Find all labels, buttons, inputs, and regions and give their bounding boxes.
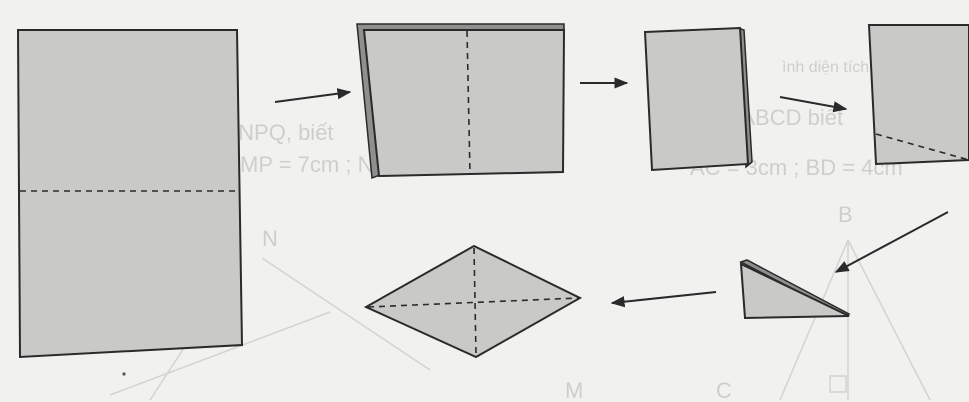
step-3-quarter	[643, 26, 753, 172]
rhombus-horizontal-diagonal	[367, 297, 579, 308]
triangle-paper	[739, 262, 850, 320]
paper-front-layer	[362, 29, 566, 178]
quarter-paper	[643, 26, 750, 172]
step-6-rhombus	[363, 244, 583, 359]
step-5-triangle	[739, 259, 851, 320]
arrow-3	[779, 96, 848, 113]
speck	[122, 372, 126, 376]
arrow-5	[610, 291, 717, 308]
arrow-4	[834, 211, 949, 273]
step-4-quarter-cut	[867, 24, 969, 166]
show-through-text: ình diện tích của b) Hình thoi MNPQ, biế…	[100, 59, 931, 402]
arrow-1	[274, 88, 352, 103]
rhombus-vertical-diagonal	[473, 247, 477, 356]
step-1-sheet	[16, 29, 244, 359]
ghost-point-m: M	[565, 378, 583, 402]
ghost-point-c: C	[716, 378, 732, 402]
ghost-point-b: B	[838, 202, 853, 227]
step-2-folded-half	[356, 23, 566, 180]
diagonal-cut-line	[875, 133, 969, 161]
vertical-fold-line	[466, 30, 471, 175]
sheet-paper	[16, 29, 244, 359]
rhombus-paper	[363, 244, 583, 359]
ghost-point-n: N	[262, 226, 278, 251]
quarter-cut-paper	[867, 24, 969, 166]
